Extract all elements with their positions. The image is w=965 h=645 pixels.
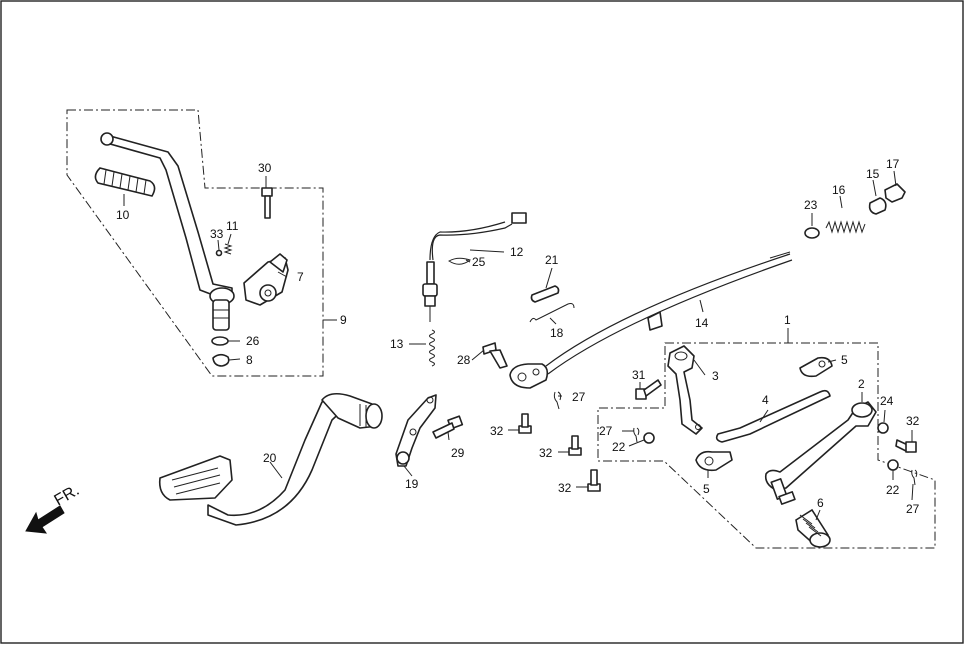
bolt-30: [261, 187, 273, 219]
callout-21: 21: [545, 253, 559, 267]
callout-17: 17: [886, 157, 900, 171]
callout-5-lower: 5: [703, 482, 710, 496]
leader-lines: [123, 170, 914, 521]
cotter-pin-center: [553, 391, 562, 410]
callout-32-a: 32: [490, 424, 504, 438]
callout-13: 13: [390, 337, 404, 351]
callout-29: 29: [451, 446, 465, 460]
bolt-28: [482, 342, 508, 369]
callout-3: 3: [712, 369, 719, 383]
callout-10: 10: [116, 208, 130, 222]
bolt-32-a: [518, 413, 532, 434]
washer-23: [804, 227, 820, 239]
callout-6: 6: [817, 496, 824, 510]
kick-pinion: [243, 253, 289, 306]
callout-27-left: 27: [599, 424, 613, 438]
washer-22-right: [887, 459, 899, 471]
callout-24: 24: [880, 394, 894, 408]
bolt-32-c: [587, 469, 601, 492]
pin-21: [530, 285, 560, 303]
callout-9: 9: [340, 313, 347, 327]
return-spring: [529, 303, 575, 323]
callout-28: 28: [457, 353, 471, 367]
cotter-pin-left: [633, 427, 640, 443]
bolt-29: [432, 415, 464, 439]
front-direction-indicator: FR.: [25, 482, 83, 534]
callout-14: 14: [695, 316, 709, 330]
washer-24: [877, 422, 889, 434]
washer: [211, 336, 229, 346]
brake-pivot-arm: [395, 394, 437, 467]
ball-33: [215, 249, 223, 257]
callouts: 1 2 3 4 5 5 6 7 8 9 10 11 12 13 14 15 16…: [116, 157, 920, 516]
ball-joint-upper: [799, 356, 833, 378]
callout-27-right: 27: [906, 502, 920, 516]
spring-11: [223, 243, 233, 255]
shift-rod: [509, 251, 793, 389]
nut-15: [868, 197, 887, 215]
bolt-31: [635, 379, 662, 400]
callout-31: 31: [632, 368, 646, 382]
callout-18: 18: [550, 326, 564, 340]
callout-2: 2: [858, 377, 865, 391]
kick-rubber-grip: [94, 167, 156, 197]
cotter-pin-right: [911, 469, 918, 486]
callout-7: 7: [297, 270, 304, 284]
callout-12: 12: [510, 245, 524, 259]
callout-4: 4: [762, 393, 769, 407]
bolt-32-d: [895, 439, 917, 453]
callout-26: 26: [246, 334, 260, 348]
shift-link-rod: [715, 389, 831, 443]
callout-5-upper: 5: [841, 353, 848, 367]
callout-16: 16: [832, 183, 846, 197]
callout-32-c: 32: [558, 481, 572, 495]
callout-30: 30: [258, 161, 272, 175]
callout-32-d: 32: [906, 414, 920, 428]
callout-33: 33: [210, 227, 224, 241]
callout-20: 20: [263, 451, 277, 465]
ball-joint-lower: [695, 450, 733, 472]
kick-lever: [100, 132, 235, 331]
washer-22-left: [643, 432, 655, 444]
callout-22-left: 22: [612, 440, 626, 454]
callout-1: 1: [784, 313, 791, 327]
callout-32-b: 32: [539, 446, 553, 460]
bolt-32-b: [568, 435, 582, 456]
callout-23: 23: [804, 198, 818, 212]
callout-11: 11: [226, 219, 239, 233]
front-arrow-icon: [25, 505, 65, 534]
cable-band: [448, 257, 472, 265]
spring-16: [825, 220, 866, 234]
callout-27-center: 27: [572, 390, 586, 404]
shift-arm: [667, 345, 703, 435]
callout-19: 19: [405, 477, 419, 491]
callout-25: 25: [472, 255, 486, 269]
circlip: [212, 353, 230, 367]
front-label: FR.: [52, 482, 83, 510]
shift-pedal: [764, 401, 877, 505]
shift-pedal-rubber: [795, 508, 831, 548]
callout-15: 15: [866, 167, 880, 181]
gear-shift-group-outline: [597, 342, 936, 549]
sensor-cable: [422, 212, 527, 322]
bolt-17: [884, 183, 906, 203]
callout-8: 8: [246, 353, 253, 367]
brake-pedal: [158, 392, 383, 526]
switch-spring: [429, 329, 435, 367]
kick-starter-group-outline: [66, 109, 324, 377]
callout-22-right: 22: [886, 483, 900, 497]
